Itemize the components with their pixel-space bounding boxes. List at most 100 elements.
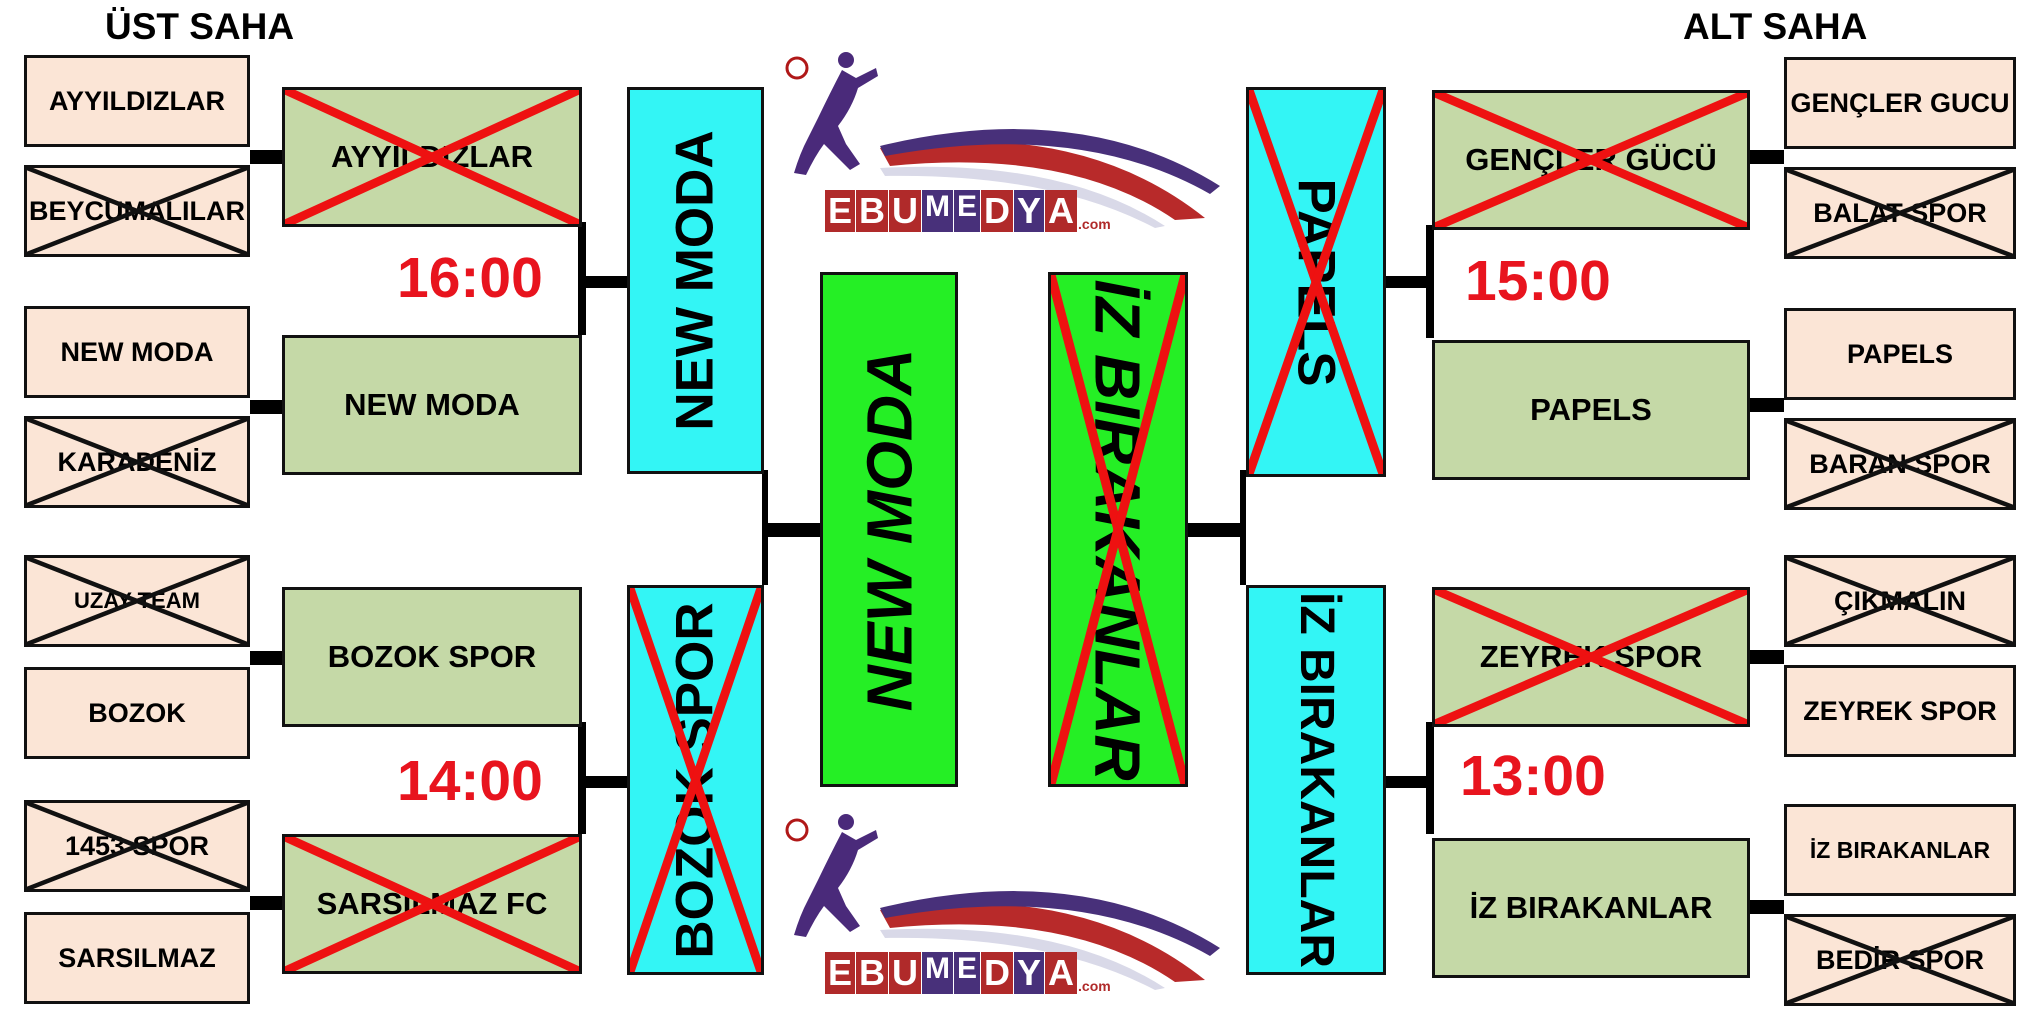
logo-suffix: .com: [1078, 216, 1111, 232]
logo-letter: D: [981, 952, 1014, 994]
team-box-right-r2-4: İZ BIRAKANLAR: [1432, 838, 1750, 978]
ebumedya-wordmark: E B U M E D Y A .com: [825, 190, 1111, 232]
logo-letter: A: [1045, 952, 1078, 994]
time-left-top: 16:00: [397, 246, 543, 310]
team-box-right-r1-5: ÇIKMALIN: [1784, 555, 2016, 647]
team-box-left-r1-2: BEYCUMALILAR: [24, 165, 250, 257]
logo-letter: U: [889, 952, 922, 994]
team-label: BALAT SPOR: [1813, 197, 1987, 228]
connector: [1240, 470, 1246, 585]
team-label: NEW MODA: [853, 348, 925, 711]
connector: [578, 776, 628, 788]
team-label: BARAN SPOR: [1809, 448, 1991, 479]
team-box-right-r1-4: BARAN SPOR: [1784, 418, 2016, 510]
team-box-right-semi-1: PAPELS: [1246, 87, 1386, 477]
team-label: AYYILDIZLAR: [330, 139, 534, 174]
logo-letter: E: [954, 190, 981, 232]
connector: [250, 400, 282, 414]
logo-letter: B: [856, 190, 889, 232]
logo-letter: Y: [1014, 952, 1045, 994]
finalist-box-right: İZ BIRAKANLAR: [1048, 272, 1188, 787]
time-left-bottom: 14:00: [397, 749, 543, 813]
team-box-left-r1-6: BOZOK: [24, 667, 250, 759]
logo-letter: B: [856, 952, 889, 994]
ebumedya-logo-bottom: E B U M E D Y A .com: [780, 810, 1230, 1000]
team-label: NEW MODA: [344, 387, 520, 422]
finalist-box-left: NEW MODA: [820, 272, 958, 787]
connector: [1748, 900, 1784, 914]
header-ust-saha: ÜST SAHA: [105, 6, 295, 47]
team-label: ZEYREK SPOR: [1803, 695, 1997, 726]
logo-suffix: .com: [1078, 978, 1111, 994]
connector: [762, 523, 822, 537]
connector: [1748, 398, 1784, 412]
team-label: PAPELS: [1530, 392, 1652, 427]
team-label: PAPELS: [1846, 338, 1954, 369]
team-label: BOZOK SPOR: [666, 601, 725, 959]
team-box-left-r2-1: AYYILDIZLAR: [282, 87, 582, 227]
team-box-left-r1-7: 1453 SPOR: [24, 800, 250, 892]
logo-letter: Y: [1014, 190, 1045, 232]
logo-letter: E: [954, 952, 981, 994]
team-box-right-r2-3: ZEYREK SPOR: [1432, 587, 1750, 727]
team-label: BEDİR SPOR: [1815, 944, 1985, 975]
logo-letter: M: [922, 190, 954, 232]
team-label: KARADENİZ: [57, 446, 217, 477]
team-box-left-r1-5: UZAY TEAM: [24, 555, 250, 647]
logo-letter: E: [825, 190, 856, 232]
ebumedya-logo-graphic: [785, 814, 1220, 990]
team-box-left-r1-1: AYYILDIZLAR: [24, 55, 250, 147]
team-box-left-r1-3: NEW MODA: [24, 306, 250, 398]
logo-letter: M: [922, 952, 954, 994]
team-box-right-semi-2: İZ BIRAKANLAR: [1246, 585, 1386, 975]
team-box-right-r1-8: BEDİR SPOR: [1784, 914, 2016, 1006]
connector: [1380, 776, 1432, 788]
team-label: SARSILMAZ FC: [316, 886, 548, 921]
team-label: PAPELS: [1286, 177, 1346, 387]
team-box-right-r1-1: GENÇLER GUCU: [1784, 57, 2016, 149]
logo-letter: U: [889, 190, 922, 232]
team-box-right-r1-6: ZEYREK SPOR: [1784, 665, 2016, 757]
connector: [1380, 276, 1432, 288]
team-label: İZ BIRAKANLAR: [1809, 836, 1991, 863]
team-box-left-r2-4: SARSILMAZ FC: [282, 834, 582, 974]
team-label: İZ BIRAKANLAR: [1082, 278, 1154, 781]
ebumedya-logo-top: E B U M E D Y A .com: [780, 48, 1230, 238]
team-label: İZ BIRAKANLAR: [1469, 890, 1713, 925]
team-box-left-r1-4: KARADENİZ: [24, 416, 250, 508]
team-label: AYYILDIZLAR: [48, 85, 225, 116]
team-label: İZ BIRAKANLAR: [1290, 592, 1343, 968]
header-alt-saha: ALT SAHA: [1683, 6, 1868, 47]
team-box-right-r2-1: GENÇLER GÜCÜ: [1432, 90, 1750, 230]
team-label: ÇIKMALIN: [1834, 585, 1966, 616]
connector: [250, 150, 282, 164]
team-box-right-r2-2: PAPELS: [1432, 340, 1750, 480]
team-box-right-r1-2: BALAT SPOR: [1784, 167, 2016, 259]
ebumedya-wordmark: E B U M E D Y A .com: [825, 952, 1111, 994]
team-box-right-r1-3: PAPELS: [1784, 308, 2016, 400]
team-box-left-semi-2: BOZOK SPOR: [627, 585, 764, 975]
team-box-right-r1-7: İZ BIRAKANLAR: [1784, 804, 2016, 896]
team-label: BOZOK SPOR: [327, 639, 537, 674]
team-box-left-semi-1: NEW MODA: [627, 87, 764, 474]
logo-letter: D: [981, 190, 1014, 232]
connector: [1426, 225, 1434, 338]
connector: [250, 651, 282, 665]
team-label: GENÇLER GÜCÜ: [1465, 142, 1717, 177]
connector: [1188, 523, 1246, 537]
connector: [1748, 150, 1784, 164]
team-box-left-r1-8: SARSILMAZ: [24, 912, 250, 1004]
team-label: ZEYREK SPOR: [1479, 639, 1703, 674]
logo-letter: A: [1045, 190, 1078, 232]
team-label: SARSILMAZ: [58, 942, 216, 973]
team-box-left-r2-3: BOZOK SPOR: [282, 587, 582, 727]
team-label: NEW MODA: [666, 130, 725, 431]
time-right-bottom: 13:00: [1460, 744, 1606, 808]
logo-letter: E: [825, 952, 856, 994]
team-box-left-r2-2: NEW MODA: [282, 335, 582, 475]
team-label: UZAY TEAM: [74, 588, 200, 613]
team-label: 1453 SPOR: [64, 830, 210, 861]
team-label: BEYCUMALILAR: [29, 195, 245, 226]
connector: [1426, 722, 1434, 834]
